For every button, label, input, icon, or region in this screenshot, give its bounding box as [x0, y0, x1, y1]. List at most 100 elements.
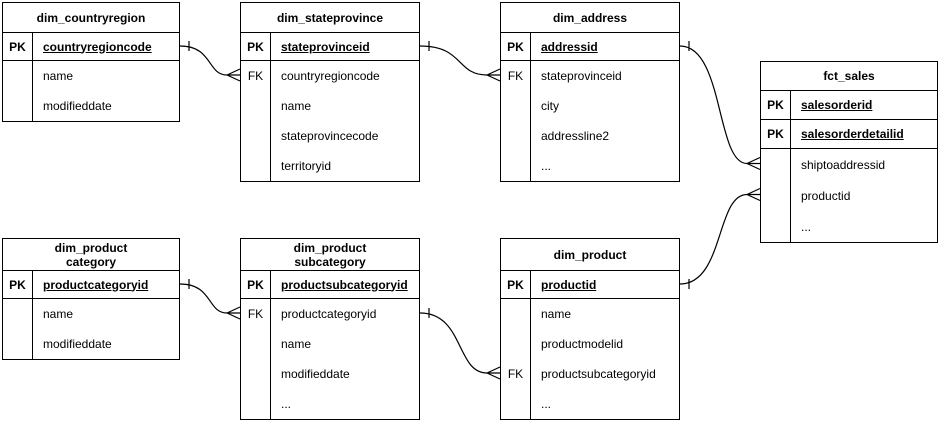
- key-gutter: [501, 329, 531, 359]
- field-name: productcategoryid: [43, 277, 149, 292]
- table-row: PK stateprovinceid: [241, 33, 419, 61]
- key-label: PK: [3, 271, 33, 298]
- relationship-dim_stateprovince-dim_address[interactable]: [419, 41, 501, 82]
- edge-line: [679, 45, 748, 165]
- key-label: PK: [241, 271, 271, 298]
- table-row: addressline2: [501, 121, 679, 151]
- key-gutter: [3, 91, 33, 121]
- field-name: city: [541, 99, 559, 113]
- relationship-dim_product-fct_sales[interactable]: [679, 187, 761, 290]
- field-name: salesorderdetailid: [801, 127, 904, 141]
- table-row: PK salesorderdetailid: [761, 120, 937, 149]
- table-title-line: dim_countryregion: [36, 10, 146, 25]
- field-name: countryregioncode: [281, 69, 380, 83]
- key-label: FK: [501, 359, 531, 389]
- field-name: countryregioncode: [43, 39, 152, 54]
- table-title-line: category: [65, 254, 117, 269]
- field-name: name: [281, 337, 312, 351]
- relationship-dim_productcategory-dim_productsubcategory[interactable]: [179, 279, 241, 320]
- edge-line: [179, 283, 228, 314]
- key-gutter: [501, 121, 531, 151]
- field-name: name: [281, 99, 312, 113]
- table-row: PK salesorderid: [761, 91, 937, 120]
- edge-line: [419, 312, 488, 374]
- field-name: stateprovinceid: [541, 69, 622, 83]
- key-label: PK: [761, 91, 791, 119]
- field-name: productid: [541, 277, 597, 292]
- key-gutter: [241, 121, 271, 151]
- relationship-dim_productsubcategory-dim_product[interactable]: [419, 308, 501, 380]
- key-label: PK: [761, 120, 791, 148]
- field-name: modifieddate: [43, 337, 112, 351]
- table-title-line: dim_address: [552, 10, 628, 25]
- field-name: productsubcategoryid: [281, 277, 408, 292]
- table-row: name: [241, 91, 419, 121]
- edge-line: [679, 193, 748, 285]
- key-gutter: [761, 149, 791, 180]
- cardinality-many-crowsfoot: [486, 366, 501, 380]
- key-label: PK: [501, 271, 531, 298]
- table-row: FK stateprovinceid: [501, 61, 679, 91]
- table-title-dim_stateprovince: dim_stateprovince: [241, 3, 419, 33]
- field-name: ...: [801, 219, 812, 234]
- key-gutter: [241, 359, 271, 389]
- field-name: productmodelid: [541, 337, 624, 351]
- table-row: ...: [501, 389, 679, 419]
- table-row: name: [3, 61, 179, 91]
- field-name: productid: [801, 188, 851, 203]
- cardinality-many-crowsfoot: [486, 68, 501, 82]
- field-name: addressid: [541, 39, 598, 54]
- relationship-dim_countryregion-dim_stateprovince[interactable]: [179, 41, 241, 82]
- relationship-dim_address-fct_sales[interactable]: [679, 41, 761, 171]
- key-label: FK: [501, 61, 531, 91]
- table-row: productid: [761, 180, 937, 211]
- table-row: modifieddate: [3, 329, 179, 359]
- key-gutter: [501, 151, 531, 181]
- field-name: shiptoaddressid: [801, 157, 886, 172]
- field-name: salesorderid: [801, 98, 873, 112]
- table-row: shiptoaddressid: [761, 149, 937, 180]
- table-row: modifieddate: [3, 91, 179, 121]
- table-title-line: subcategory: [294, 254, 366, 269]
- key-gutter: [241, 389, 271, 419]
- table-title-line: dim_product: [553, 247, 627, 262]
- key-gutter: [3, 299, 33, 329]
- key-label: PK: [3, 33, 33, 60]
- table-row: ...: [501, 151, 679, 181]
- key-label: PK: [501, 33, 531, 60]
- field-name: ...: [541, 397, 552, 411]
- table-row: name: [241, 329, 419, 359]
- key-label: FK: [241, 61, 271, 91]
- key-gutter: [501, 299, 531, 329]
- key-label: PK: [241, 33, 271, 60]
- key-gutter: [3, 61, 33, 91]
- table-row: ...: [241, 389, 419, 419]
- cardinality-many-crowsfoot: [746, 187, 761, 202]
- field-name: ...: [281, 397, 292, 411]
- table-row: PK productcategoryid: [3, 271, 179, 299]
- table-title-dim_address: dim_address: [501, 3, 679, 33]
- table-title-line: fct_sales: [823, 69, 875, 83]
- field-name: ...: [541, 159, 552, 173]
- table-row: productmodelid: [501, 329, 679, 359]
- table-title-line: dim_product: [54, 240, 128, 255]
- field-name: stateprovinceid: [281, 39, 370, 54]
- table-row: modifieddate: [241, 359, 419, 389]
- field-name: name: [541, 307, 572, 321]
- field-name: productcategoryid: [281, 307, 377, 321]
- key-gutter: [241, 151, 271, 181]
- table-title-fct_sales: fct_sales: [761, 62, 937, 91]
- key-gutter: [241, 91, 271, 121]
- table-row: PK countryregioncode: [3, 33, 179, 61]
